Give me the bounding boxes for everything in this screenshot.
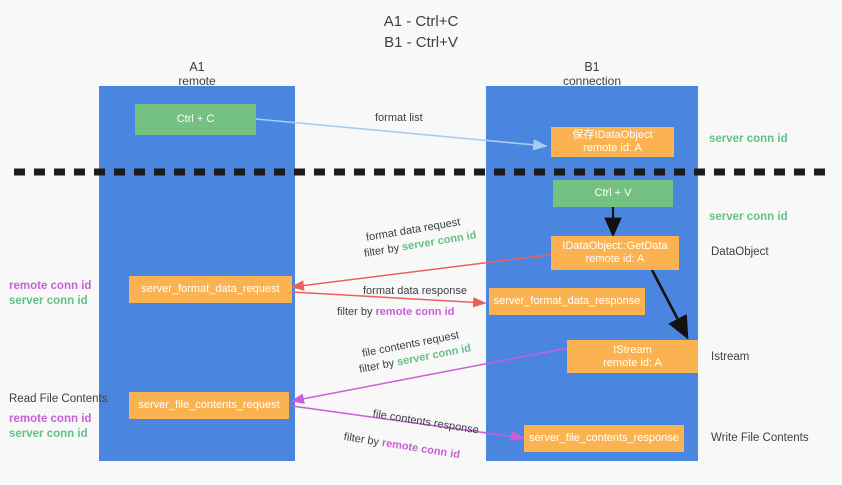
label-file-res-filter-pre: filter by (342, 430, 383, 449)
label-fmt-res-filter-key: remote conn id (375, 306, 455, 318)
box-server-format-data-request-label: server_format_data_request (141, 283, 280, 295)
box-istream-line1: IStream (613, 343, 652, 356)
side-label-istream: Istream (711, 351, 750, 363)
side-label-server-conn-id-2: server conn id (9, 428, 88, 440)
box-virtual-idataobject-line1: 保存IDataObject (572, 129, 653, 141)
lane-header-a1: A1 remote (99, 60, 295, 88)
side-label-remote-conn-id-1: remote conn id (9, 280, 92, 292)
box-ctrl-v[interactable]: Ctrl + V (553, 180, 673, 207)
box-ctrl-v-line1: Ctrl + V (594, 187, 632, 199)
box-ctrl-c-line1: Ctrl + C (176, 113, 215, 125)
side-label-read-file-contents: Read File Contents (9, 393, 108, 405)
title-line-2: B1 - Ctrl+V (384, 34, 458, 51)
lane-a1-name: A1 (189, 60, 205, 74)
label-file-contents-response-filter: filter by remote conn id (343, 430, 462, 461)
title-line-1: A1 - Ctrl+C (383, 13, 459, 30)
box-istream[interactable]: IStream remote id: A (567, 340, 698, 373)
box-idataobject-getdata[interactable]: IDataObject::GetData remote id: A (551, 236, 679, 270)
box-ctrl-c[interactable]: Ctrl + C (135, 104, 256, 135)
box-virtual-idataobject-line2: remote id: A (583, 142, 642, 154)
label-file-res-filter-key: remote conn id (381, 437, 461, 462)
box-server-format-data-request[interactable]: server_format_data_request (129, 276, 292, 303)
box-server-format-data-response[interactable]: server_format_data_response (489, 288, 645, 315)
side-label-dataobject: DataObject (711, 246, 769, 258)
lane-b1-name: B1 (584, 60, 600, 74)
box-server-file-contents-response[interactable]: server_file_contents_response (524, 425, 684, 452)
label-format-list: format list (375, 112, 423, 124)
side-label-server-conn-id-1: server conn id (9, 295, 88, 307)
lane-b1-role: connection (562, 74, 622, 88)
box-server-file-contents-request-label: server_file_contents_request (138, 399, 280, 411)
label-file-contents-response: file contents response (372, 407, 481, 437)
box-idataobject-getdata-line1: IDataObject::GetData (562, 240, 668, 252)
lane-header-b1: B1 connection (486, 60, 698, 88)
label-format-data-request-filter: filter by server conn id (363, 229, 477, 262)
diagram-title: A1 - Ctrl+C B1 - Ctrl+V (0, 11, 842, 53)
label-format-data-response-filter: filter by remote conn id (337, 305, 454, 320)
label-fmt-res-filter-pre: filter by (337, 306, 376, 318)
box-server-format-data-response-label: server_format_data_response (493, 295, 641, 307)
lane-a1-role: remote (178, 74, 216, 88)
side-label-remote-conn-id-2: remote conn id (9, 413, 92, 425)
box-server-file-contents-response-label: server_file_contents_response (529, 432, 679, 444)
box-virtual-idataobject[interactable]: 保存IDataObject remote id: A (551, 127, 674, 157)
box-idataobject-getdata-line2: remote id: A (585, 253, 645, 265)
side-label-write-file-contents: Write File Contents (711, 432, 809, 444)
box-istream-line2: remote id: A (603, 356, 662, 369)
side-label-server-conn-id-mid: server conn id (709, 211, 788, 223)
label-file-contents-request-filter: filter by server conn id (358, 342, 472, 378)
label-format-data-response-line1: format data response (363, 285, 467, 297)
box-server-file-contents-request[interactable]: server_file_contents_request (129, 392, 289, 419)
side-label-server-conn-id-top: server conn id (709, 133, 788, 145)
